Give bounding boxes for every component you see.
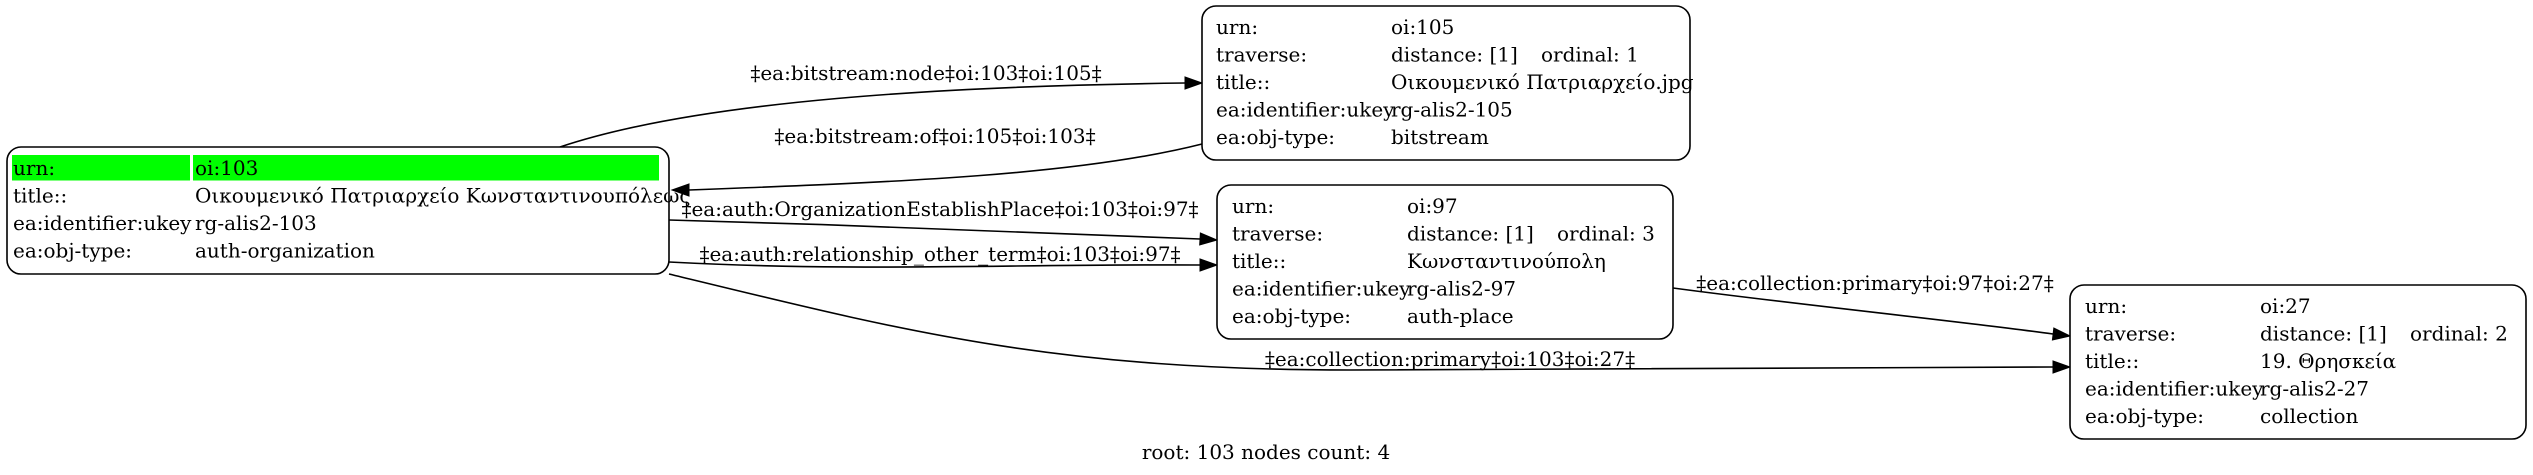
node-field-key: traverse: [1216, 43, 1307, 67]
node-field-key: urn: [1216, 15, 1258, 39]
node-box [2069, 284, 2527, 440]
node-field-key: title:: [1216, 70, 1270, 94]
node-field-extra: ordinal: 2 [2410, 322, 2508, 346]
node-field-key: traverse: [1232, 222, 1323, 246]
node-field-value: oi:103 [195, 156, 258, 180]
node-field-key: title:: [1232, 249, 1286, 273]
node-field-key: title:: [13, 184, 67, 208]
node-field-value: 19. Θρησκεία [2260, 349, 2396, 373]
node-field-key: urn: [13, 156, 55, 180]
node-box [1201, 5, 1691, 161]
node-oi-97[interactable]: urn: oi:97 traverse: distance: [1] ordinal: … [1216, 184, 1674, 340]
node-field-value: Κωνσταντινούπολη [1407, 249, 1606, 273]
node-field-value: oi:105 [1391, 15, 1454, 39]
node-field-key: ea:identifier:ukey [2085, 377, 2264, 401]
arrow-head [1199, 232, 1219, 246]
edge-label: ‡ea:bitstream:of‡oi:105‡oi:103‡ [774, 124, 1095, 148]
node-field-value: rg-alis2-97 [1407, 277, 1516, 301]
arrow-head [1184, 76, 1204, 90]
edge-line [1672, 287, 2054, 335]
node-field-value: rg-alis2-27 [2260, 377, 2369, 401]
edge-103-to-105: ‡ea:bitstream:node‡oi:103‡oi:105‡ [559, 61, 1204, 148]
arrow-head [2051, 327, 2072, 341]
highlight-value-cell [193, 155, 659, 181]
node-field-value: collection [2260, 404, 2359, 428]
node-oi-105[interactable]: urn: oi:105 traverse: distance: [1] ordinal:… [1201, 5, 1694, 161]
node-field-extra: ordinal: 1 [1541, 43, 1639, 67]
node-field-key: ea:identifier:ukey [1216, 98, 1395, 122]
node-field-value: rg-alis2-105 [1391, 98, 1513, 122]
node-field-value: rg-alis2-103 [195, 211, 317, 235]
highlight-key-cell [12, 155, 190, 181]
edge-line [668, 219, 1201, 240]
edge-label: ‡ea:bitstream:node‡oi:103‡oi:105‡ [750, 61, 1101, 85]
node-field-key: ea:obj-type: [1216, 125, 1335, 149]
edge-line [688, 143, 1203, 191]
edge-line [668, 273, 2054, 371]
edge-103-to-97: ‡ea:auth:OrganizationEstablishPlace‡oi:1… [668, 197, 1219, 246]
arrow-head [2052, 360, 2072, 374]
edge-line [559, 82, 1186, 148]
node-field-value: Οικουμενικό Πατριαρχείο.jpg [1391, 70, 1694, 94]
edge-label: ‡ea:auth:relationship_other_term‡oi:103‡… [699, 242, 1180, 266]
node-field-value: distance: [1] [1391, 43, 1518, 67]
node-field-key: urn: [2085, 294, 2127, 318]
node-field-value: bitstream [1391, 125, 1489, 149]
edge-label: ‡ea:auth:OrganizationEstablishPlace‡oi:1… [681, 197, 1198, 221]
node-field-key: title:: [2085, 349, 2139, 373]
node-field-key: urn: [1232, 194, 1274, 218]
node-field-key: ea:obj-type: [13, 239, 132, 263]
edge-label: ‡ea:collection:primary‡oi:103‡oi:27‡ [1265, 347, 1635, 371]
edge-97-to-27: ‡ea:collection:primary‡oi:97‡oi:27‡ [1672, 271, 2072, 341]
node-field-key: ea:identifier:ukey [1232, 277, 1411, 301]
node-field-key: traverse: [2085, 322, 2176, 346]
graph-footer: root: 103 nodes count: 4 [1142, 440, 1390, 464]
arrow-head [1199, 258, 1219, 272]
edge-line [668, 261, 1201, 268]
node-field-value: auth-place [1407, 304, 1514, 328]
node-field-value: Οικουμενικό Πατριαρχείο Κωνσταντινουπόλε… [195, 184, 691, 208]
node-field-extra: ordinal: 3 [1557, 222, 1655, 246]
edge-105-to-103: ‡ea:bitstream:of‡oi:105‡oi:103‡ [670, 124, 1203, 197]
node-field-value: distance: [1] [2260, 322, 2387, 346]
node-field-value: oi:27 [2260, 294, 2311, 318]
edge-label: ‡ea:collection:primary‡oi:97‡oi:27‡ [1696, 271, 2053, 295]
node-field-key: ea:identifier:ukey [13, 211, 192, 235]
node-oi-27[interactable]: urn: oi:27 traverse: distance: [1] ordinal: … [2069, 284, 2527, 440]
edge-103-to-27: ‡ea:collection:primary‡oi:103‡oi:27‡ [668, 273, 2072, 374]
node-field-key: ea:obj-type: [1232, 304, 1351, 328]
edge-103-to-97: ‡ea:auth:relationship_other_term‡oi:103‡… [668, 242, 1219, 272]
edges-layer: ‡ea:bitstream:node‡oi:103‡oi:105‡ ‡ea:bit… [559, 61, 2072, 374]
node-field-value: oi:97 [1407, 194, 1458, 218]
node-field-value: distance: [1] [1407, 222, 1534, 246]
node-field-key: ea:obj-type: [2085, 404, 2204, 428]
node-field-value: auth-organization [195, 239, 375, 263]
node-box [1216, 184, 1674, 340]
arrow-head [670, 183, 690, 197]
